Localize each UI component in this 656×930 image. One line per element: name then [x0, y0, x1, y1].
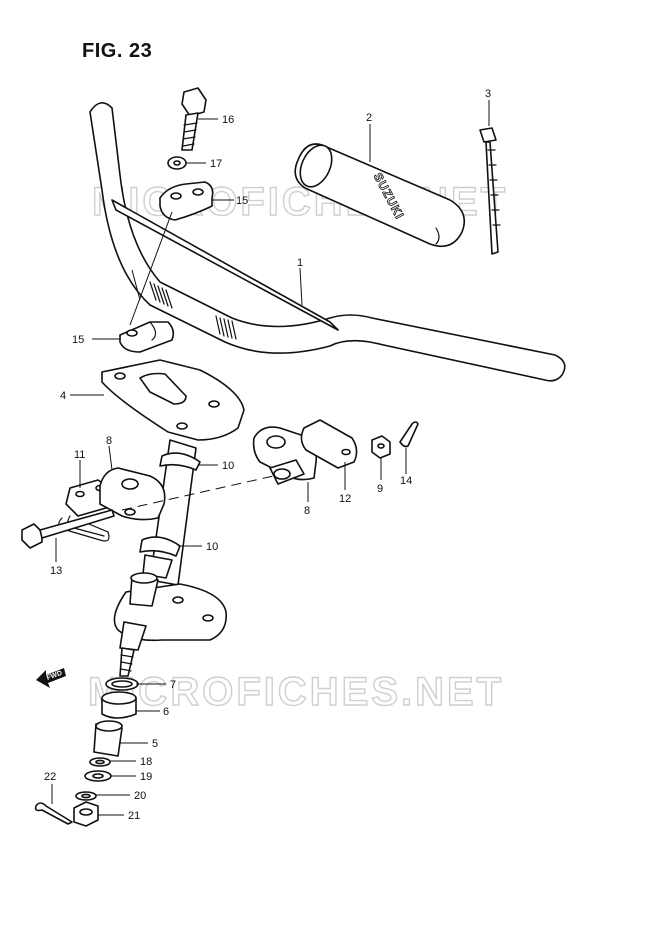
washer-20 [75, 791, 97, 801]
callout-15-upper: 15 [236, 195, 248, 207]
cotter-pin-22 [34, 802, 73, 825]
bolt-13 [21, 509, 115, 549]
steering-lower-plate [113, 572, 227, 677]
bolt-16 [181, 87, 207, 151]
callout-18: 18 [140, 756, 152, 768]
cable-tie [479, 127, 501, 255]
handlebar [89, 102, 566, 382]
callout-10-lower: 10 [206, 541, 218, 553]
callout-13: 13 [50, 565, 62, 577]
callout-19: 19 [140, 771, 152, 783]
callout-11: 11 [74, 449, 85, 461]
callout-2: 2 [366, 112, 372, 124]
nut-21 [73, 801, 99, 827]
handlebar-clamp-upper [159, 181, 214, 221]
callout-17: 17 [210, 158, 222, 170]
cable-clamp-8-right [252, 426, 318, 485]
callout-1: 1 [297, 257, 303, 269]
callout-16: 16 [222, 114, 234, 126]
callout-9: 9 [377, 483, 383, 495]
callout-labels: 1 2 3 4 5 6 7 8 8 9 10 10 11 12 13 14 15… [44, 88, 491, 822]
callout-12: 12 [339, 493, 351, 505]
callout-5: 5 [152, 738, 158, 750]
circlip-7 [105, 677, 139, 691]
fwd-arrow-icon: FWD [36, 668, 66, 688]
callout-8-right: 8 [304, 505, 310, 517]
callout-8-left: 8 [106, 435, 112, 447]
leader-lines [51, 100, 490, 816]
callout-14: 14 [400, 475, 412, 487]
bearing-6 [101, 691, 137, 719]
cable-clamp-8-left [99, 467, 166, 521]
figure-title: FIG. 23 [82, 40, 153, 62]
callout-21: 21 [128, 810, 140, 822]
washer-17 [167, 156, 187, 170]
washer-19 [84, 770, 112, 782]
cotter-pin-14 [399, 421, 419, 448]
nut-9 [371, 435, 391, 459]
callout-20: 20 [134, 790, 146, 802]
watermark-bottom: MICROFICHES.NET [88, 670, 504, 714]
callout-6: 6 [163, 706, 169, 718]
washer-18 [89, 757, 111, 767]
callout-10-upper: 10 [222, 460, 234, 472]
callout-4: 4 [60, 390, 66, 402]
callout-3: 3 [485, 88, 491, 100]
callout-15-lower: 15 [72, 334, 84, 346]
callout-7: 7 [170, 679, 176, 691]
bracket-12 [300, 419, 358, 469]
callout-22: 22 [44, 771, 56, 783]
handlebar-clamp-lower [119, 321, 175, 353]
spacer-5 [93, 720, 123, 757]
handlebar-pad: SUZUKI [294, 143, 466, 248]
handlebar-holder-plate [101, 359, 245, 441]
